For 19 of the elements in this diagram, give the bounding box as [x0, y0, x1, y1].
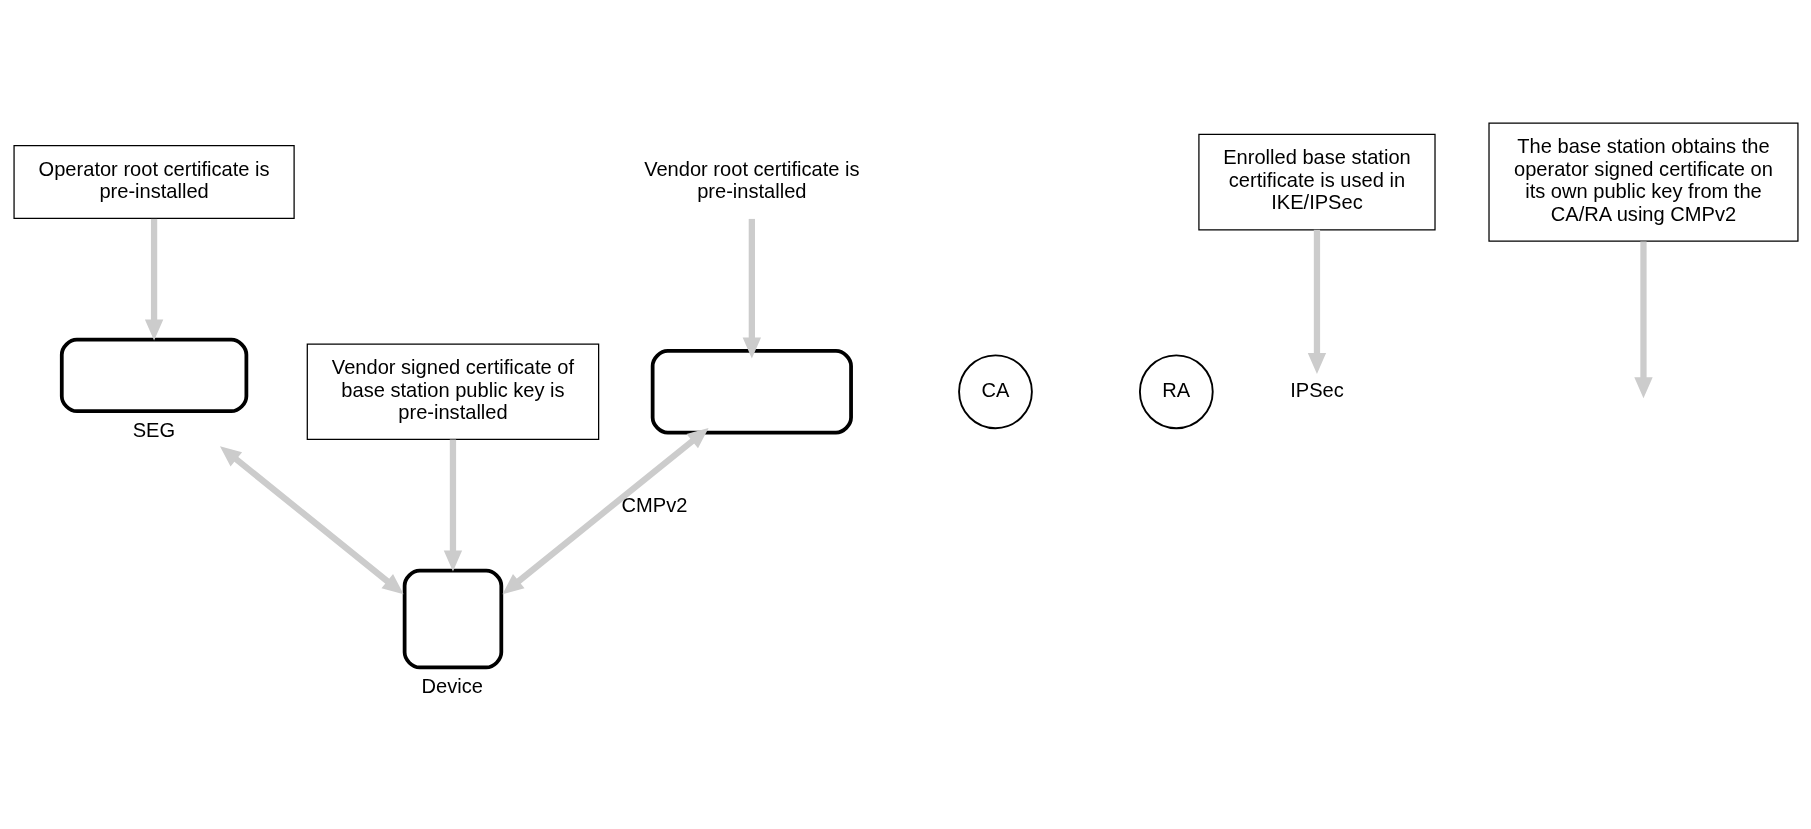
arrow	[501, 427, 709, 594]
node-label: SEG	[132, 418, 175, 441]
node-circle: RA	[1138, 353, 1214, 429]
node-circle: CA	[957, 353, 1033, 429]
node-text: Vendor root certificate is pre-installed	[643, 157, 860, 202]
arrow	[742, 218, 761, 359]
node-box	[650, 348, 853, 434]
arrow	[1307, 229, 1326, 374]
node-box: The base station obtains the operator signed certificate on its own public key from the CA/RA using CMPv2	[1487, 121, 1799, 242]
edge-label: CMPv2	[621, 493, 687, 516]
node-box: Vendor signed certificate of base station public key is pre-installed	[306, 342, 599, 440]
node-text: IPSec	[1289, 378, 1344, 401]
node-box	[59, 337, 248, 413]
node-box: Operator root certificate is pre-installed	[12, 144, 295, 219]
node-box: Enrolled base station certificate is used in IKE/IPSec	[1197, 133, 1436, 230]
arrow	[144, 218, 163, 340]
node-box	[402, 568, 503, 669]
arrow	[219, 445, 404, 594]
node-label: Device	[421, 674, 483, 697]
